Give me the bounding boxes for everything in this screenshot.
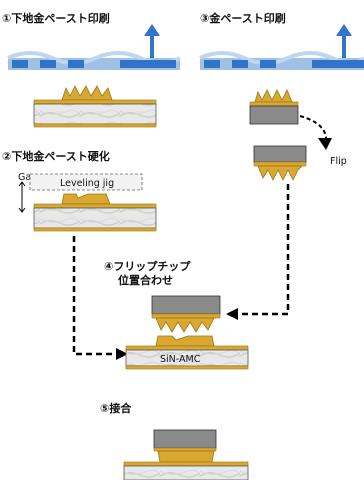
step1-label: ①下地金ペースト印刷: [2, 11, 110, 25]
gap-label: Gap: [18, 172, 37, 183]
dashed-arrow-icon: [72, 236, 128, 360]
cured-gold-bumps-2: [61, 193, 111, 205]
arrow-up-icon: [144, 24, 160, 58]
aligned-substrate-bumps: [155, 335, 215, 347]
step5-label: ⑤接合: [100, 401, 132, 415]
chip-with-bumps-3: [249, 89, 299, 125]
bonded-assembly: [123, 429, 249, 480]
leveling-jig-label: Leveling jig: [60, 178, 114, 189]
substrate-2: [33, 203, 157, 232]
arrow-up-icon: [336, 24, 352, 58]
printed-gold-bumps-1: [61, 85, 113, 101]
flipped-chip: [253, 145, 307, 181]
aligned-chip: [151, 295, 221, 333]
substrate-label: SiN-AMC: [160, 354, 201, 365]
step4-label-line2: 位置合わせ: [118, 273, 173, 287]
gap-dimension: [18, 181, 26, 213]
stencil-screen-left: [7, 51, 181, 70]
dashed-arrow-icon: [226, 184, 290, 320]
step2-label: ②下地金ペースト硬化: [2, 149, 110, 163]
substrate-4: [125, 345, 249, 370]
step3-label: ③金ペースト印刷: [200, 11, 286, 25]
step4-label-line1: ④フリップチップ: [104, 259, 191, 273]
leveling-jig: [29, 173, 143, 191]
substrate-1: [33, 99, 157, 128]
curved-arrow-icon: [299, 115, 332, 150]
stencil-screen-right: [199, 51, 364, 70]
flip-label: Flip: [330, 156, 347, 167]
